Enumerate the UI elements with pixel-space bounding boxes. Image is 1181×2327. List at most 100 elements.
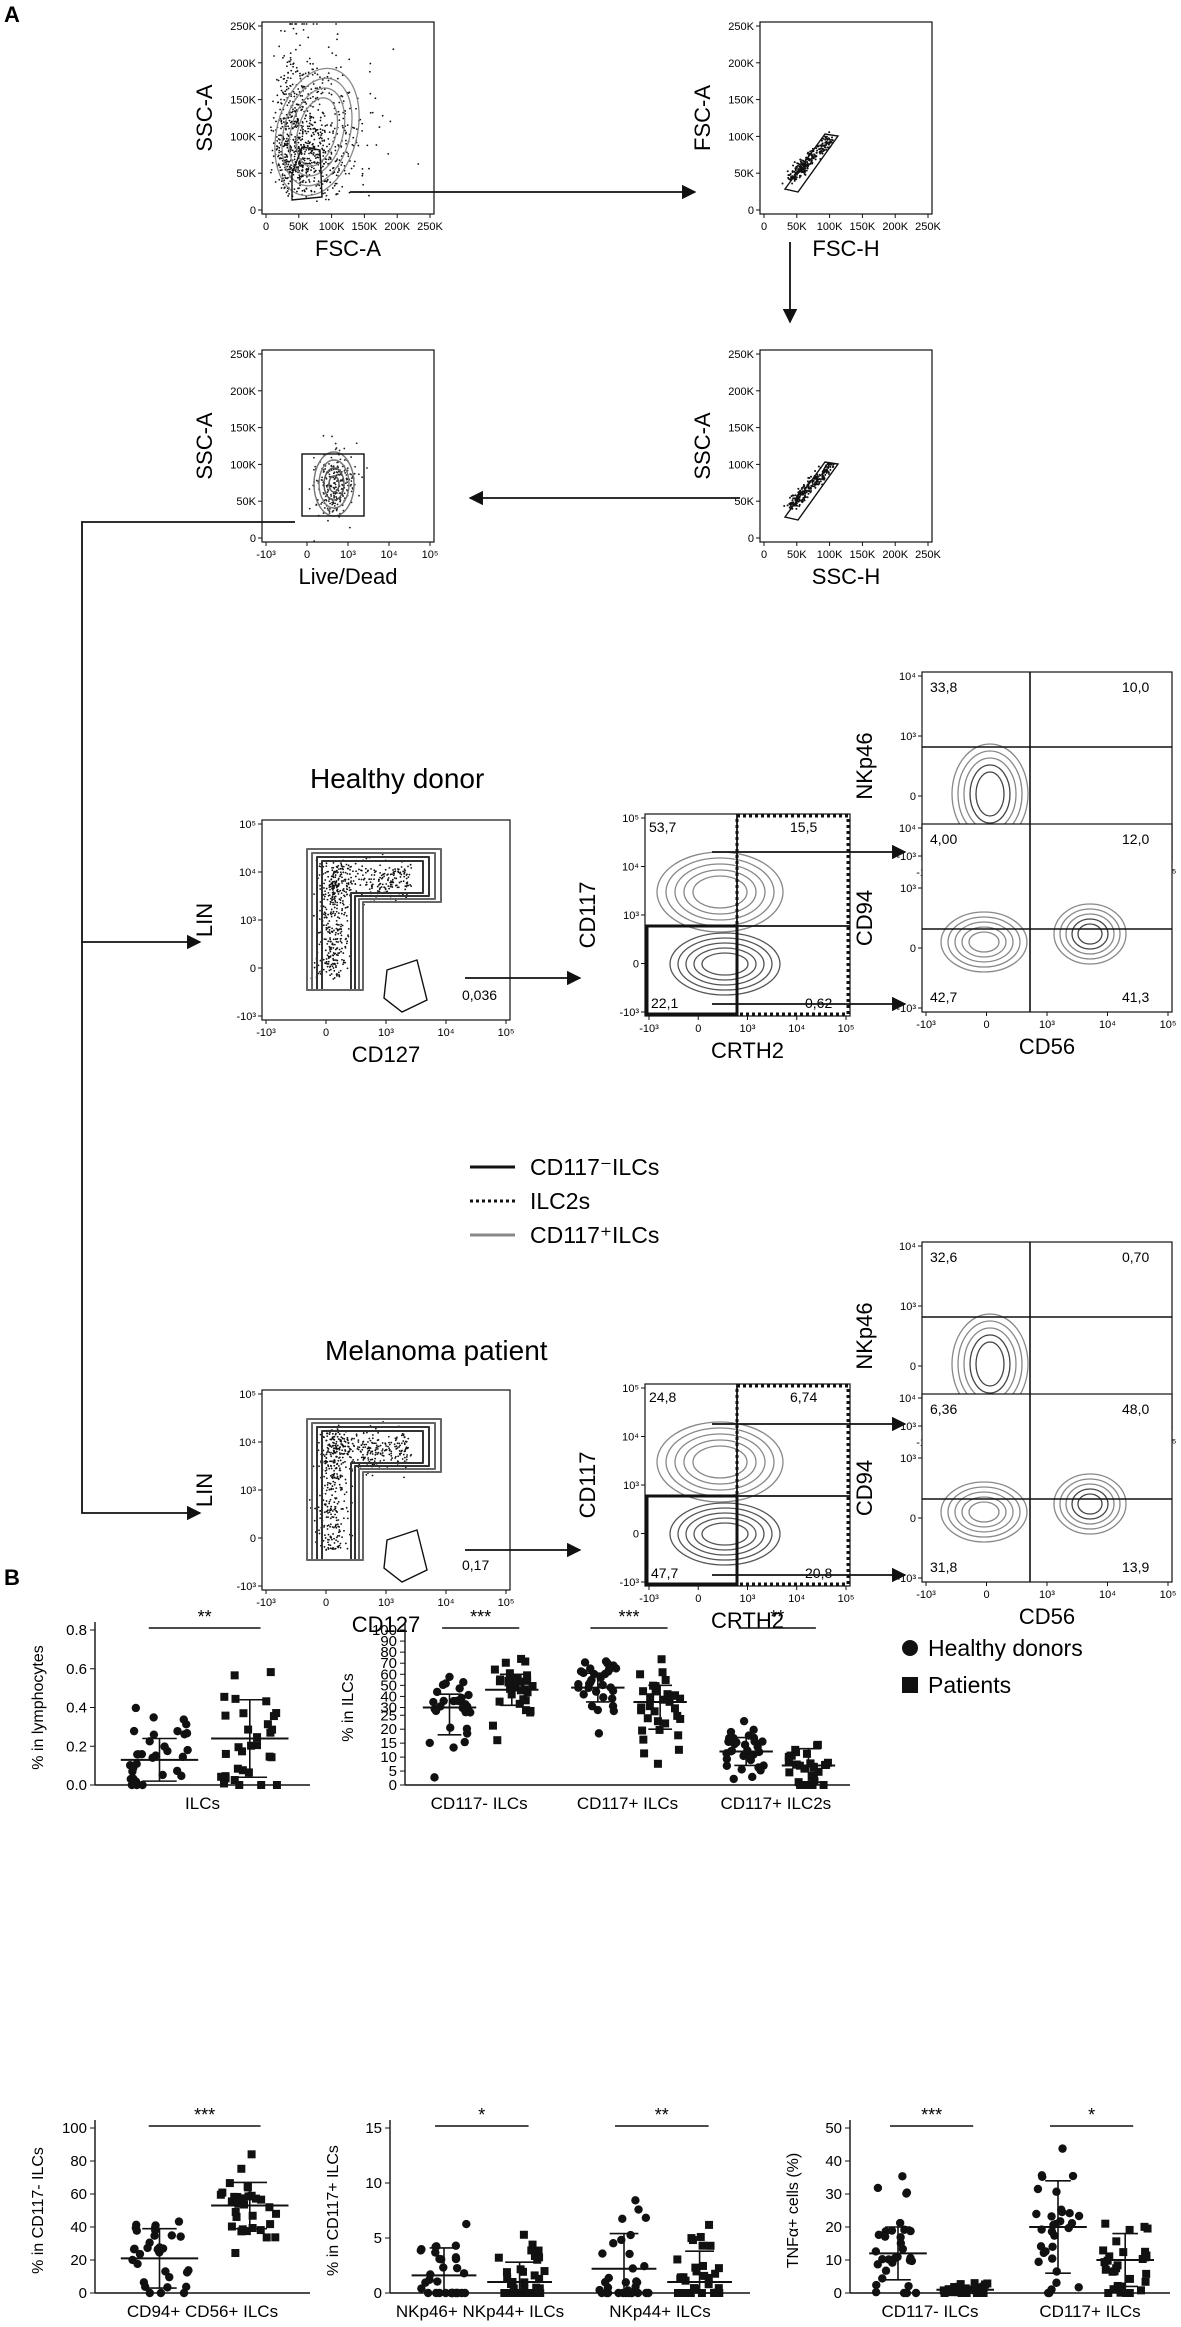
melanoma-lin-plot-xtick-label: 10⁴ bbox=[438, 1597, 455, 1609]
chart-2-ylabel: % in ILCs bbox=[340, 1673, 357, 1741]
healthy-crth2-plot-xtick-label: -10³ bbox=[639, 1023, 659, 1035]
chart-2-point-patient bbox=[526, 1708, 535, 1717]
chart-3-point-patient bbox=[234, 2199, 243, 2208]
chart-5-ytick-label: 40 bbox=[825, 2153, 842, 2170]
gating-plot-1-xtick-label: 200K bbox=[384, 221, 410, 233]
chart-5-point-patient bbox=[1142, 2269, 1151, 2278]
chart-5-point-healthy bbox=[874, 2230, 884, 2240]
chart-2-category-label: CD117+ ILCs bbox=[577, 1794, 678, 1813]
gating-plot-4-ytick-label: 150K bbox=[230, 423, 256, 435]
chart-3-point-patient bbox=[256, 2226, 265, 2235]
gating-plot-3-xlabel: SSC-H bbox=[812, 564, 880, 589]
healthy-lin-plot-xtick-label: 10⁵ bbox=[498, 1027, 515, 1039]
chart-5-ytick-label: 20 bbox=[825, 2219, 842, 2236]
healthy-nk-plot-ylabel: NKp46 bbox=[852, 732, 877, 799]
chart-2-ytick-label: 100 bbox=[372, 1622, 397, 1639]
melanoma-crth2-plot-ytick-label: -10³ bbox=[619, 1577, 639, 1589]
gating-plot-2-ylabel: FSC-A bbox=[690, 85, 715, 151]
chart-2-ytick-label: 60 bbox=[380, 1666, 397, 1683]
chart-4-point-healthy bbox=[626, 2230, 635, 2240]
healthy-lin-plot-ytick-label: 10⁴ bbox=[239, 867, 256, 879]
chart-5-point-healthy bbox=[1052, 2187, 1061, 2196]
melanoma-crth2-plot-ytick-label: 10³ bbox=[623, 1480, 639, 1492]
chart-4-point-healthy bbox=[632, 2278, 642, 2287]
chart-2-point-patient bbox=[505, 1669, 514, 1678]
legend-marker-circle bbox=[902, 1640, 918, 1656]
chart-3-point-healthy bbox=[150, 2231, 159, 2240]
melanoma-crth2-plot-ytick-label: 10⁵ bbox=[622, 1383, 639, 1395]
healthy-nk-plot-ytick-label: 10⁴ bbox=[899, 671, 916, 683]
chart-2-point-healthy bbox=[425, 1738, 434, 1748]
melanoma-cd-q-ll: 31,8 bbox=[930, 1559, 957, 1575]
chart-1-point-patient bbox=[272, 1781, 281, 1789]
chart-2-significance-label: ** bbox=[770, 1607, 784, 1627]
chart-2-point-patient bbox=[674, 1745, 683, 1754]
chart-5-point-healthy bbox=[1036, 2242, 1046, 2251]
gating-plot-2-xtick-label: 250K bbox=[915, 221, 941, 233]
chart-1-point-patient bbox=[221, 1749, 230, 1758]
gating-plot-4-ytick-label: 200K bbox=[230, 386, 256, 398]
gating-plot-1-ytick-label: 50K bbox=[236, 168, 256, 180]
chart-2-point-healthy bbox=[739, 1716, 749, 1726]
chart-1-point-healthy bbox=[149, 1713, 158, 1722]
chart-1-ytick-label: 0.0 bbox=[66, 1777, 87, 1794]
chart-4-point-healthy bbox=[597, 2288, 606, 2298]
gating-plot-3-gate bbox=[783, 461, 840, 521]
chart-5-point-healthy bbox=[1047, 2212, 1056, 2221]
chart-4-point-patient bbox=[535, 2274, 544, 2283]
panel-b-label: B bbox=[4, 1565, 20, 1590]
chart-2-ytick-label: 10 bbox=[380, 1749, 397, 1766]
chart-2-point-patient bbox=[523, 1676, 532, 1685]
healthy-crth2-plot-ytick-label: 10⁵ bbox=[622, 813, 639, 825]
chart-3-point-healthy bbox=[145, 2288, 155, 2298]
chart-2-point-patient bbox=[813, 1740, 822, 1749]
melanoma-lin-plot-ytick-label: 10⁵ bbox=[239, 1389, 256, 1401]
chart-1-point-healthy bbox=[132, 1780, 141, 1790]
healthy-lin-gate bbox=[383, 959, 428, 1013]
chart-2-point-patient bbox=[650, 1707, 659, 1716]
chart-2-point-patient bbox=[658, 1668, 667, 1677]
chart-3-point-patient bbox=[251, 2194, 260, 2203]
chart-2-point-patient bbox=[643, 1714, 652, 1723]
healthy-cd-plot-xtick-label: 10⁴ bbox=[1099, 1019, 1116, 1031]
chart-5-point-patient bbox=[979, 2289, 988, 2297]
chart-5-point-healthy bbox=[878, 2254, 887, 2264]
chart-2-point-healthy bbox=[449, 1743, 458, 1752]
chart-4-point-patient bbox=[681, 2276, 690, 2285]
chart-3-point-patient bbox=[240, 2200, 249, 2209]
healthy-nk-plot-ytick-label: 10³ bbox=[900, 731, 916, 743]
chart-1-point-healthy bbox=[179, 1715, 188, 1724]
healthy-crth2-plot-ylabel: CD117 bbox=[575, 882, 600, 949]
chart-2-ytick-label: 0 bbox=[389, 1777, 397, 1794]
chart-5-point-healthy bbox=[1057, 2205, 1066, 2214]
chart-3-point-patient bbox=[242, 2227, 251, 2236]
chart-5-point-patient bbox=[1113, 2284, 1122, 2293]
chart-5-point-healthy bbox=[1052, 2267, 1061, 2276]
gating-plot-1-gate bbox=[291, 146, 323, 201]
chart-1-point-patient bbox=[268, 1725, 277, 1734]
chart-2-point-healthy bbox=[460, 1737, 469, 1747]
gating-plot-4-xtick-label: -10³ bbox=[256, 549, 276, 561]
chart-2-point-patient bbox=[521, 1706, 530, 1715]
chart-2-point-healthy bbox=[722, 1761, 732, 1770]
gating-plot-1-ytick-label: 0 bbox=[250, 205, 256, 217]
chart-5-category-label: CD117- ILCs bbox=[882, 2302, 979, 2321]
chart-2-point-healthy bbox=[430, 1773, 439, 1782]
chart-2-point-patient bbox=[645, 1702, 654, 1711]
healthy-lin-plot-ytick-label: 0 bbox=[250, 963, 256, 975]
chart-4-point-patient bbox=[676, 2274, 685, 2283]
gating-plot-4-ytick-label: 250K bbox=[230, 349, 256, 361]
chart-4-point-patient bbox=[516, 2265, 525, 2274]
chart-4-point-patient bbox=[534, 2246, 543, 2255]
healthy-cd-plot-ytick-label: 10³ bbox=[900, 883, 916, 895]
chart-2-point-patient bbox=[519, 1695, 528, 1704]
chart-1-point-patient bbox=[238, 1747, 247, 1756]
chart-4-point-patient bbox=[502, 2268, 511, 2277]
chart-2-ytick-label: 90 bbox=[380, 1633, 397, 1650]
chart-2-point-healthy bbox=[608, 1701, 618, 1711]
healthy-lin-plot-ylabel: LIN bbox=[192, 903, 217, 937]
